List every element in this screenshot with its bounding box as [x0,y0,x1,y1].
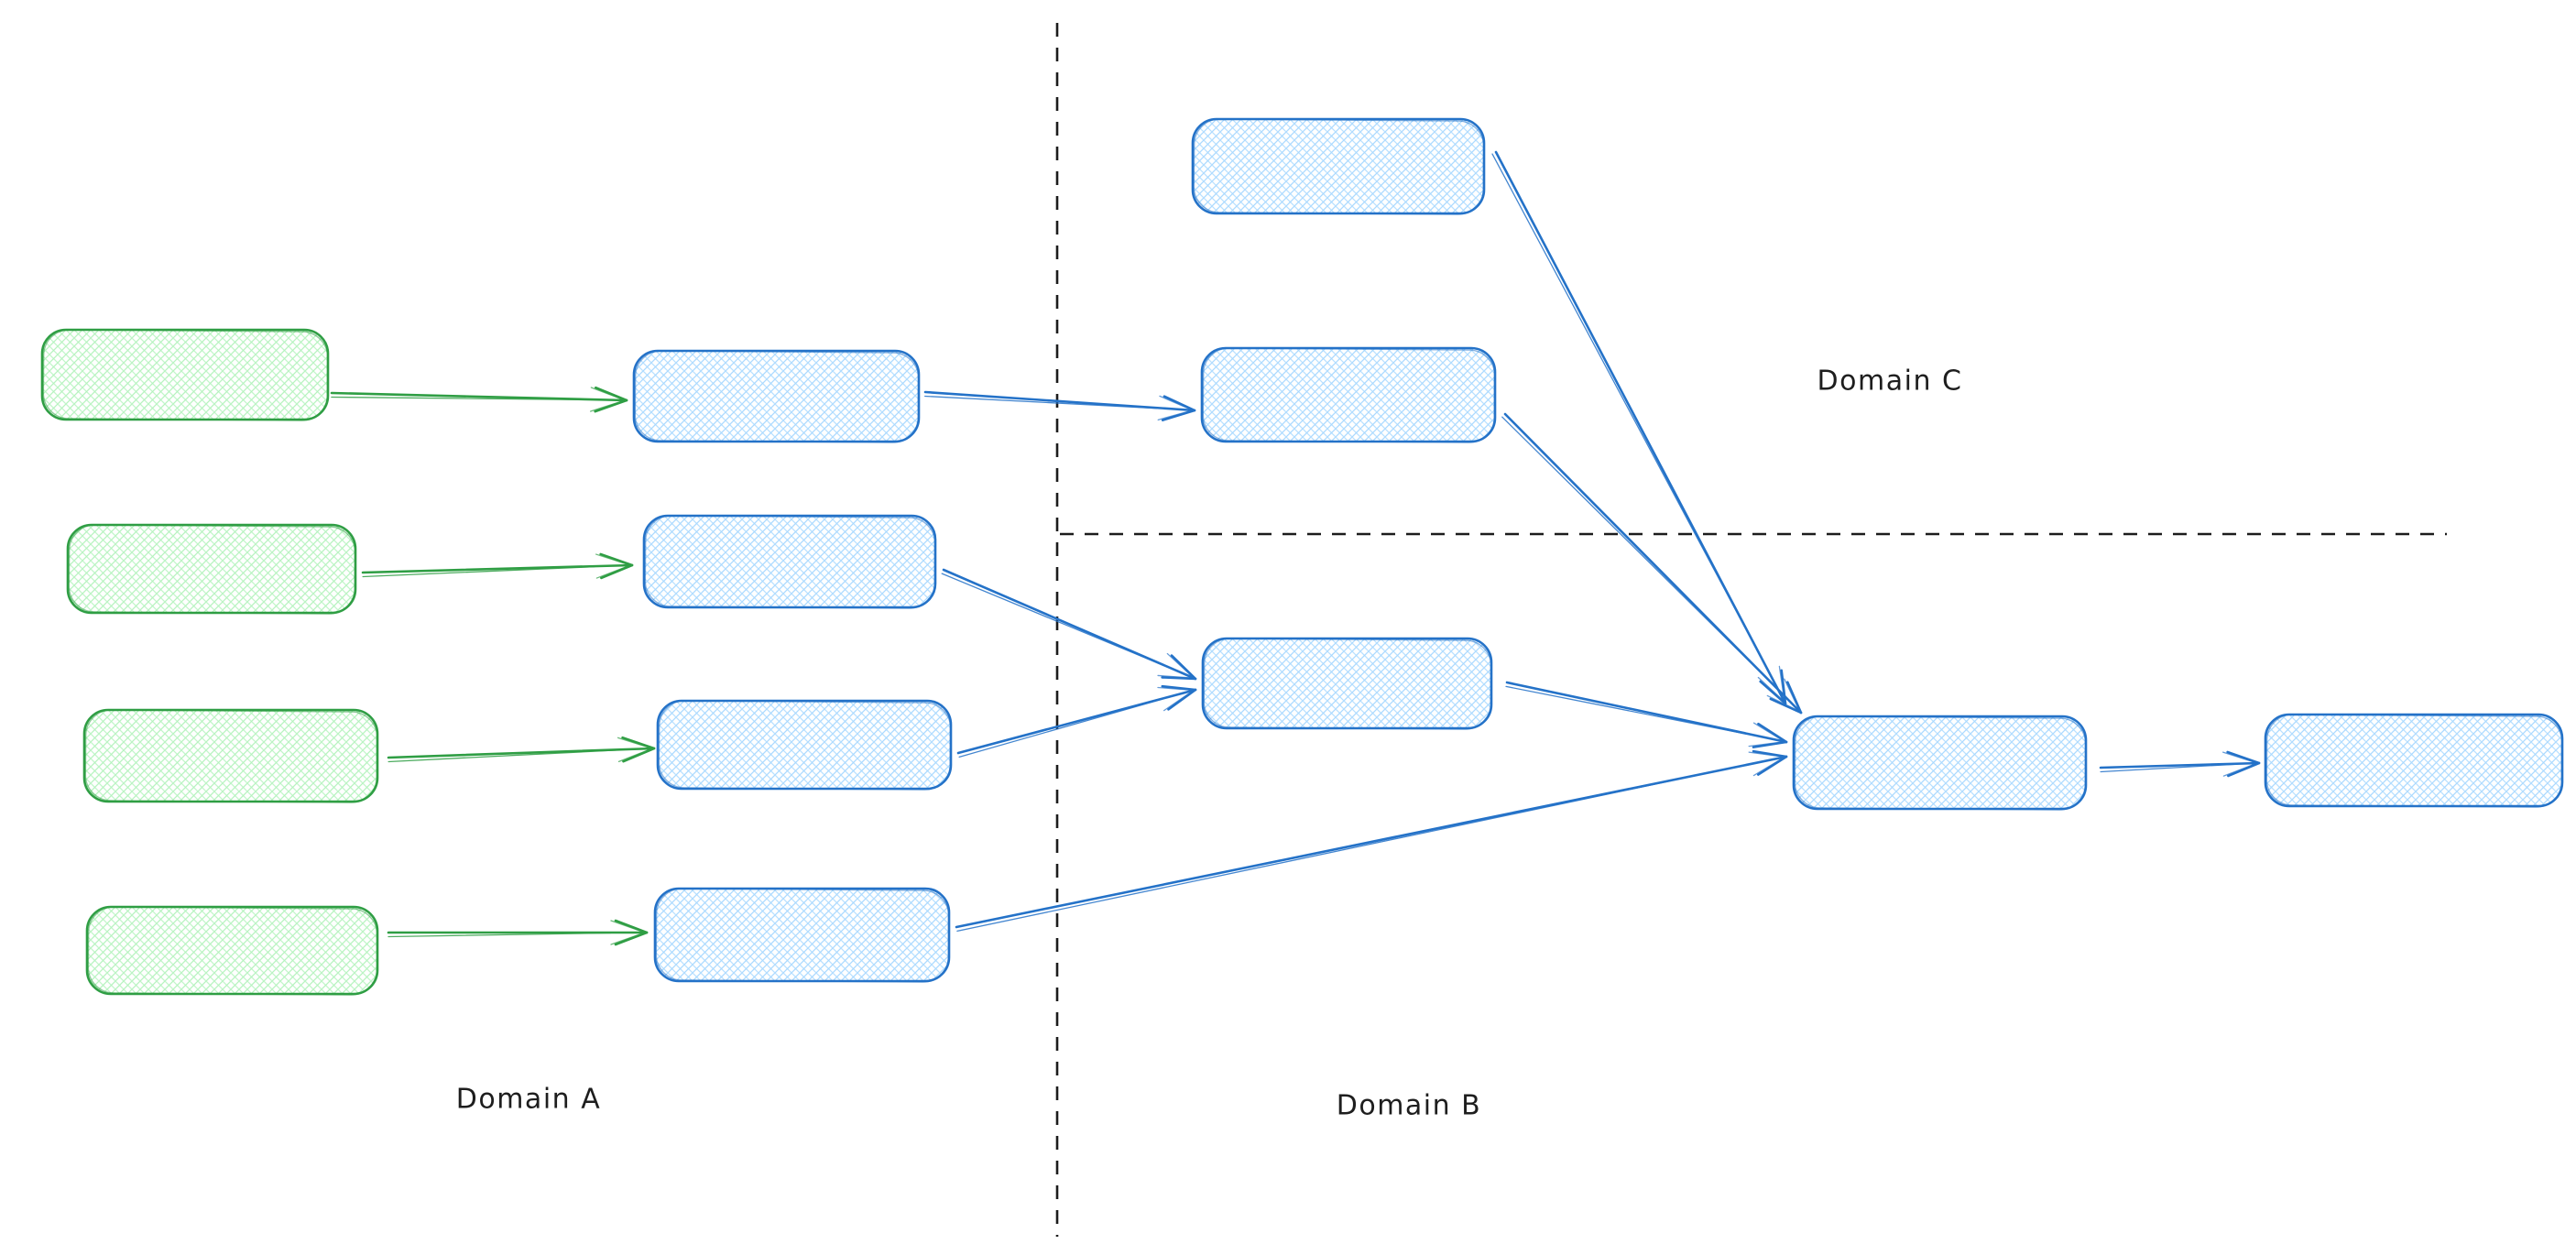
nodes-layer [40,117,2564,996]
node-domain-a-process-3[interactable] [656,699,953,791]
edge-source3-process3[interactable] [387,736,656,763]
edge-process3-bbox1[interactable] [956,684,1197,758]
node-domain-a-process-4[interactable] [653,887,951,983]
labels-layer: Domain A Domain B Domain C [456,366,1963,1122]
edge-cbox1-merge[interactable] [1491,150,1787,705]
node-domain-a-source-1[interactable] [40,328,330,421]
edge-merge-output[interactable] [2099,750,2261,778]
edge-process4-merge[interactable] [955,749,1788,933]
edges-layer [330,150,2261,946]
node-domain-a-source-3[interactable] [82,708,379,803]
edge-source4-process4[interactable] [387,919,649,946]
edge-process1-cbox2[interactable] [923,390,1196,421]
node-domain-b-merge[interactable] [1792,715,2088,811]
dividers-layer [1055,23,2447,1237]
edge-bbox1-merge[interactable] [1505,681,1788,748]
edge-source1-process1[interactable] [330,386,628,413]
edge-source2-process2[interactable] [361,552,634,580]
domain-c-label[interactable]: Domain C [1817,366,1963,398]
node-domain-b-output[interactable] [2264,713,2564,808]
node-domain-b-box-1[interactable] [1201,637,1493,730]
edge-process2-bbox1[interactable] [941,568,1197,681]
node-domain-c-box-2[interactable] [1200,346,1497,443]
node-domain-a-process-2[interactable] [642,514,937,609]
domain-a-label[interactable]: Domain A [456,1084,601,1116]
node-domain-a-source-4[interactable] [85,905,379,996]
node-domain-a-process-1[interactable] [632,349,921,443]
edge-cbox2-merge[interactable] [1501,412,1803,715]
node-domain-a-source-2[interactable] [66,523,357,615]
domain-b-label[interactable]: Domain B [1337,1090,1482,1122]
node-domain-c-box-1[interactable] [1191,117,1486,215]
